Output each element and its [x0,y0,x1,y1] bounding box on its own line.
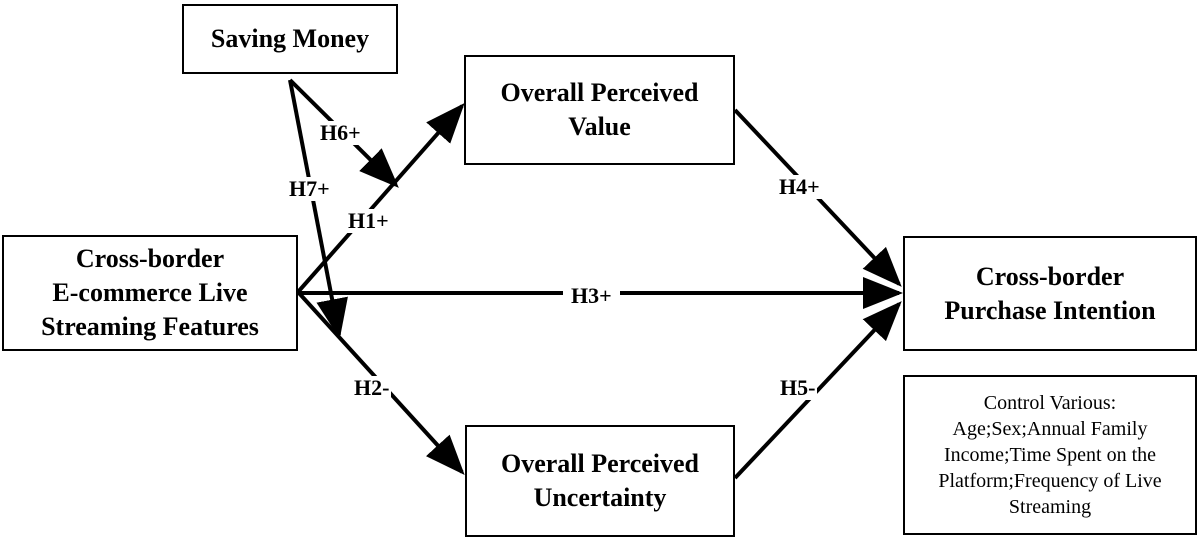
node-control-variables: Control Various: Age;Sex;Annual Family I… [903,375,1197,535]
node-intention-line-1: Cross-border [975,261,1125,291]
path-label-h6: H6+ [318,120,363,145]
node-uncertainty-line-1: Overall Perceived [500,449,700,478]
node-overall-perceived-uncertainty: Overall Perceived Uncertainty [465,425,735,537]
node-intention-line-2: Purchase Intention [944,295,1156,325]
path-label-h7: H7+ [287,176,332,201]
node-saving-money: Saving Money [182,4,398,74]
controls-line-1: Control Various: [983,392,1117,414]
node-features-line-1: Cross-border [75,244,225,273]
node-overall-perceived-value: Overall Perceived Value [464,55,735,165]
node-value-line-1: Overall Perceived [500,78,699,107]
node-features-line-3: Streaming Features [41,312,259,341]
path-label-h5: H5- [778,375,818,400]
path-label-h4: H4+ [777,174,822,199]
arrow-h7 [288,79,348,339]
node-features-line-2: E-commerce Live [52,278,248,307]
controls-line-3: Income;Time Spent on the [943,444,1157,466]
node-value-line-2: Value [568,112,631,141]
controls-line-2: Age;Sex;Annual Family [952,418,1148,440]
controls-line-5: Streaming [1008,496,1092,518]
path-label-h3: H3+ [563,284,620,308]
controls-line-4: Platform;Frequency of Live [938,470,1162,492]
path-label-h1: H1+ [346,208,391,233]
node-live-streaming-features: Cross-border E-commerce Live Streaming F… [2,235,298,351]
node-uncertainty-line-2: Uncertainty [533,483,667,512]
node-purchase-intention: Cross-border Purchase Intention [903,236,1197,351]
path-label-h2: H2- [352,375,392,400]
node-saving-money-line-1: Saving Money [210,24,370,53]
